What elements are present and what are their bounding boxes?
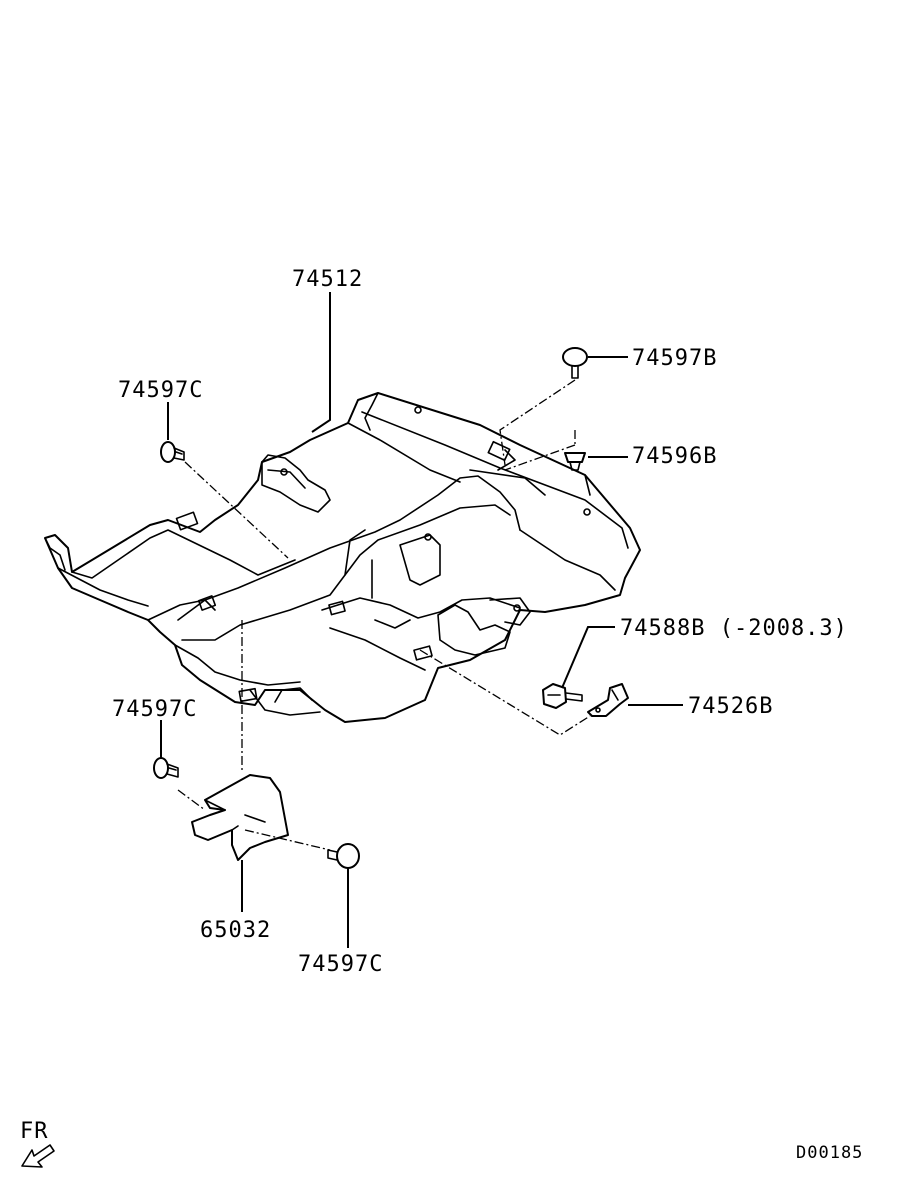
label-clip-upper-left: 74597C — [118, 378, 203, 403]
label-clip-top-right: 74597B — [632, 346, 717, 371]
bolt-74588b[interactable] — [542, 683, 583, 709]
clip-74596b[interactable] — [564, 452, 586, 471]
label-clip-right: 74596B — [632, 444, 717, 469]
leader-lines — [160, 292, 683, 948]
floor-carpet[interactable] — [44, 392, 641, 723]
clip-74597c-bottom[interactable] — [327, 843, 360, 869]
label-cover: 65032 — [200, 918, 271, 943]
front-direction-arrow-icon — [21, 1144, 55, 1168]
label-clip-bottom: 74597C — [298, 952, 383, 977]
clip-74597c-upper[interactable] — [160, 441, 185, 463]
diagram-code: D00185 — [796, 1143, 863, 1163]
clip-74597c-lower[interactable] — [153, 757, 179, 779]
label-bracket: 74526B — [688, 694, 773, 719]
label-carpet: 74512 — [292, 267, 363, 292]
assembly-lines — [177, 379, 591, 851]
label-bolt: 74588B (-2008.3) — [620, 616, 848, 641]
label-clip-lower-left: 74597C — [112, 697, 197, 722]
floor-cover[interactable] — [191, 774, 289, 861]
clip-74597b[interactable] — [562, 347, 588, 379]
bracket-74526b[interactable] — [587, 683, 629, 717]
direction-marker: FR — [20, 1119, 49, 1144]
